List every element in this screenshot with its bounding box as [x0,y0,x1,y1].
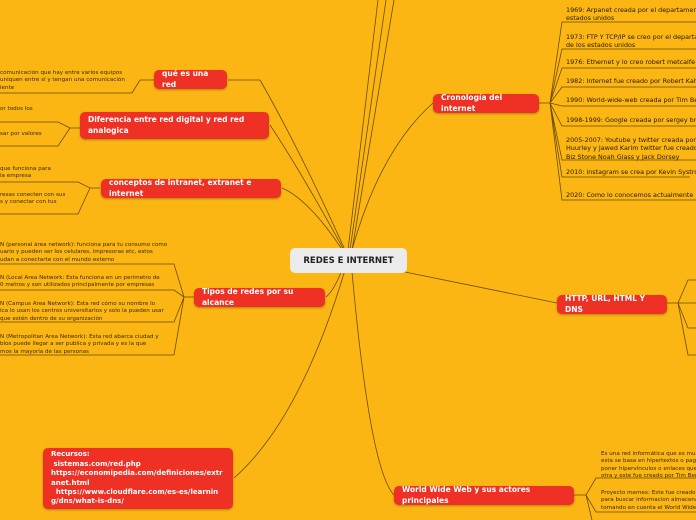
leaf-1976[interactable]: 1976: Ethernet y lo creo robert metcalfe… [566,58,696,66]
leaf-memex[interactable]: Proyecto memex: Este fue creado para bus… [601,490,696,511]
leaf-1969[interactable]: 1969: Arpanet creada por el departamento… [566,6,696,23]
leaf-1982[interactable]: 1982: Internet fue creado por Robert Kah… [566,77,696,85]
leaf-que-es[interactable]: comunicación que hay entre varios equipo… [0,70,125,91]
leaf-lan[interactable]: N (Local Área Network: Esta funciona en … [0,275,160,289]
leaf-2010[interactable]: 2010: instagram se crea por Kevin Systro… [566,168,696,176]
topic-label: Diferencia entre red digital y red red a… [88,115,245,135]
topic-label: World Wide Web y sus actores principales [402,485,531,505]
topic-cronologia[interactable]: Cronología del internet [433,93,539,113]
leaf-diferencia-1[interactable]: or todos los [0,106,33,112]
leaf-www-definicion[interactable]: Es una red informática que es mu esta se… [601,451,696,479]
topic-que-es-una-red[interactable]: qué es una red [154,69,227,89]
leaf-1990[interactable]: 1990: World-wide-web creada por Tim Bern… [566,96,696,104]
leaf-2005[interactable]: 2005-2007: Youtube y twitter creada por … [566,136,696,161]
leaf-1973[interactable]: 1973: FTP Y TCP/IP se creo por el depart… [566,33,696,50]
leaf-pan[interactable]: N (personal área network): funciona para… [0,242,168,263]
central-topic[interactable]: REDES E INTERNET [290,248,407,273]
topic-label: HTTP, URL, HTML Y DNS [565,294,646,314]
leaf-can[interactable]: N (Campus Area Network): Esta red cómo s… [0,301,164,322]
central-topic-label: REDES E INTERNET [303,255,394,266]
leaf-man[interactable]: N (Metropolitan Area Network): Esta red … [0,334,159,355]
leaf-2020[interactable]: 2020: Como lo conocemos actualmente [566,191,694,199]
topic-recursos[interactable]: Recursos: sistemas.com/red.php https://e… [43,448,233,509]
topic-label: Tipos de redes por su alcance [202,287,294,307]
topic-www[interactable]: World Wide Web y sus actores principales [394,485,574,505]
topic-conceptos[interactable]: conceptos de intranet, extranet e intern… [101,178,281,198]
topic-label: Cronología del internet [441,93,503,113]
leaf-conceptos-2[interactable]: resas conecten con sus s y conectar con … [0,192,66,206]
leaf-diferencia-2[interactable]: sar por valores [0,131,42,137]
topic-label: Recursos: sistemas.com/red.php https://e… [51,450,223,506]
topic-tipos-de-redes[interactable]: Tipos de redes por su alcance [194,287,325,307]
topic-http-url-html-dns[interactable]: HTTP, URL, HTML Y DNS [557,294,667,314]
leaf-1998[interactable]: 1998-1999: Google creada por sergey brin… [566,116,696,124]
leaf-conceptos-1[interactable]: que funciona para la empresa [0,166,51,180]
topic-label: conceptos de intranet, extranet e intern… [109,178,252,198]
topic-label: qué es una red [162,69,209,89]
topic-diferencia[interactable]: Diferencia entre red digital y red red a… [80,112,269,139]
